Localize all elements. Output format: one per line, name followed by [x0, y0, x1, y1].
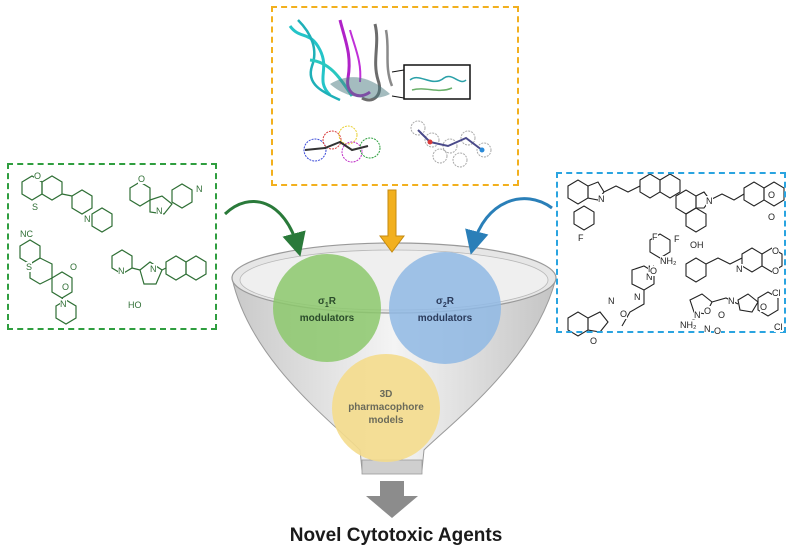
sigma2-atom-label: N	[634, 292, 641, 302]
sigma2-atom-label: N	[736, 264, 743, 274]
sigma1-ligands-panel	[7, 163, 217, 330]
sigma1-atom-label: O	[34, 171, 42, 181]
sigma1-atom-label: O	[62, 282, 70, 292]
sigma2-atom-label: O	[590, 336, 598, 346]
sigma2-atom-label: F	[674, 234, 680, 244]
funnel-spout	[361, 459, 423, 475]
pharmacophore-model-image	[410, 120, 492, 168]
pharmacophore-features-image	[303, 125, 381, 163]
sigma2-atom-label: Cl	[774, 322, 783, 332]
sigma2-atom-label: N	[694, 310, 701, 320]
sigma2-atom-label: NH₂	[660, 256, 677, 266]
sigma2-atom-label: O	[718, 310, 726, 320]
sigma1-atom-label: HO	[128, 300, 142, 310]
sigma2-atom-label: NH₂	[680, 320, 697, 330]
sigma2-atom-label: O	[620, 309, 628, 319]
output-arrow	[366, 481, 418, 518]
sigma1-atom-label: O	[70, 262, 78, 272]
pharmacophore-circle	[332, 354, 440, 462]
sigma2-atom-label: O	[760, 302, 768, 312]
sigma2-atom-label: N	[598, 194, 605, 204]
sigma2-atom-label: O	[772, 246, 780, 256]
sigma1-atom-label: N	[60, 299, 67, 309]
sigma1-atom-label: NC	[20, 229, 33, 239]
sigma2-atom-label: O	[772, 266, 780, 276]
blue-curved-arrow	[465, 197, 553, 255]
sigma1-atom-label: N	[196, 184, 203, 194]
sigma2-atom-label: O	[714, 326, 722, 336]
diagram-title: Novel Cytotoxic Agents	[289, 525, 503, 546]
sigma2-ligand-structures	[567, 173, 785, 337]
sigma2-atom-label: O	[650, 266, 658, 276]
sigma1-atom-label: N	[150, 264, 157, 274]
sigma2-atom-label: Cl	[772, 288, 781, 298]
down-arrow	[379, 189, 405, 253]
sigma2-atom-label: O	[768, 212, 776, 222]
sigma1-atom-label: N	[118, 266, 125, 276]
sigma1-atom-label: N	[156, 206, 163, 216]
sigma2-atom-label: N	[706, 196, 713, 206]
sigma2-atom-label: F	[652, 232, 658, 242]
sigma2-atom-label: OH	[690, 240, 704, 250]
sigma2-label: σ2R modulators	[417, 296, 473, 324]
sigma2-atom-label: O	[768, 190, 776, 200]
sigma2-atom-label: N	[608, 296, 615, 306]
pharmacophore-label: 3D pharmacophore models	[348, 389, 424, 426]
sigma2-ligands-panel	[556, 172, 786, 333]
sigma2-atom-label: N	[704, 324, 711, 334]
sigma1-label: σ1R modulators	[299, 296, 355, 324]
sigma1-atom-label: N	[84, 214, 91, 224]
sigma1-atom-label: S	[32, 202, 39, 212]
sigma2-atom-label: F	[578, 233, 584, 243]
sigma2-atom-label: O	[704, 306, 712, 316]
sigma2-circle	[389, 252, 501, 364]
green-curved-arrow	[223, 200, 306, 257]
protein-structure-image	[288, 19, 471, 102]
sigma1-circle	[273, 254, 381, 362]
sigma1-atom-label: O	[138, 174, 146, 184]
sigma2-atom-label: N	[646, 272, 653, 282]
sigma1-atom-label: S	[26, 262, 33, 272]
protein-pharmacophore-panel	[271, 6, 519, 186]
sigma2-atom-label: N	[728, 296, 735, 306]
